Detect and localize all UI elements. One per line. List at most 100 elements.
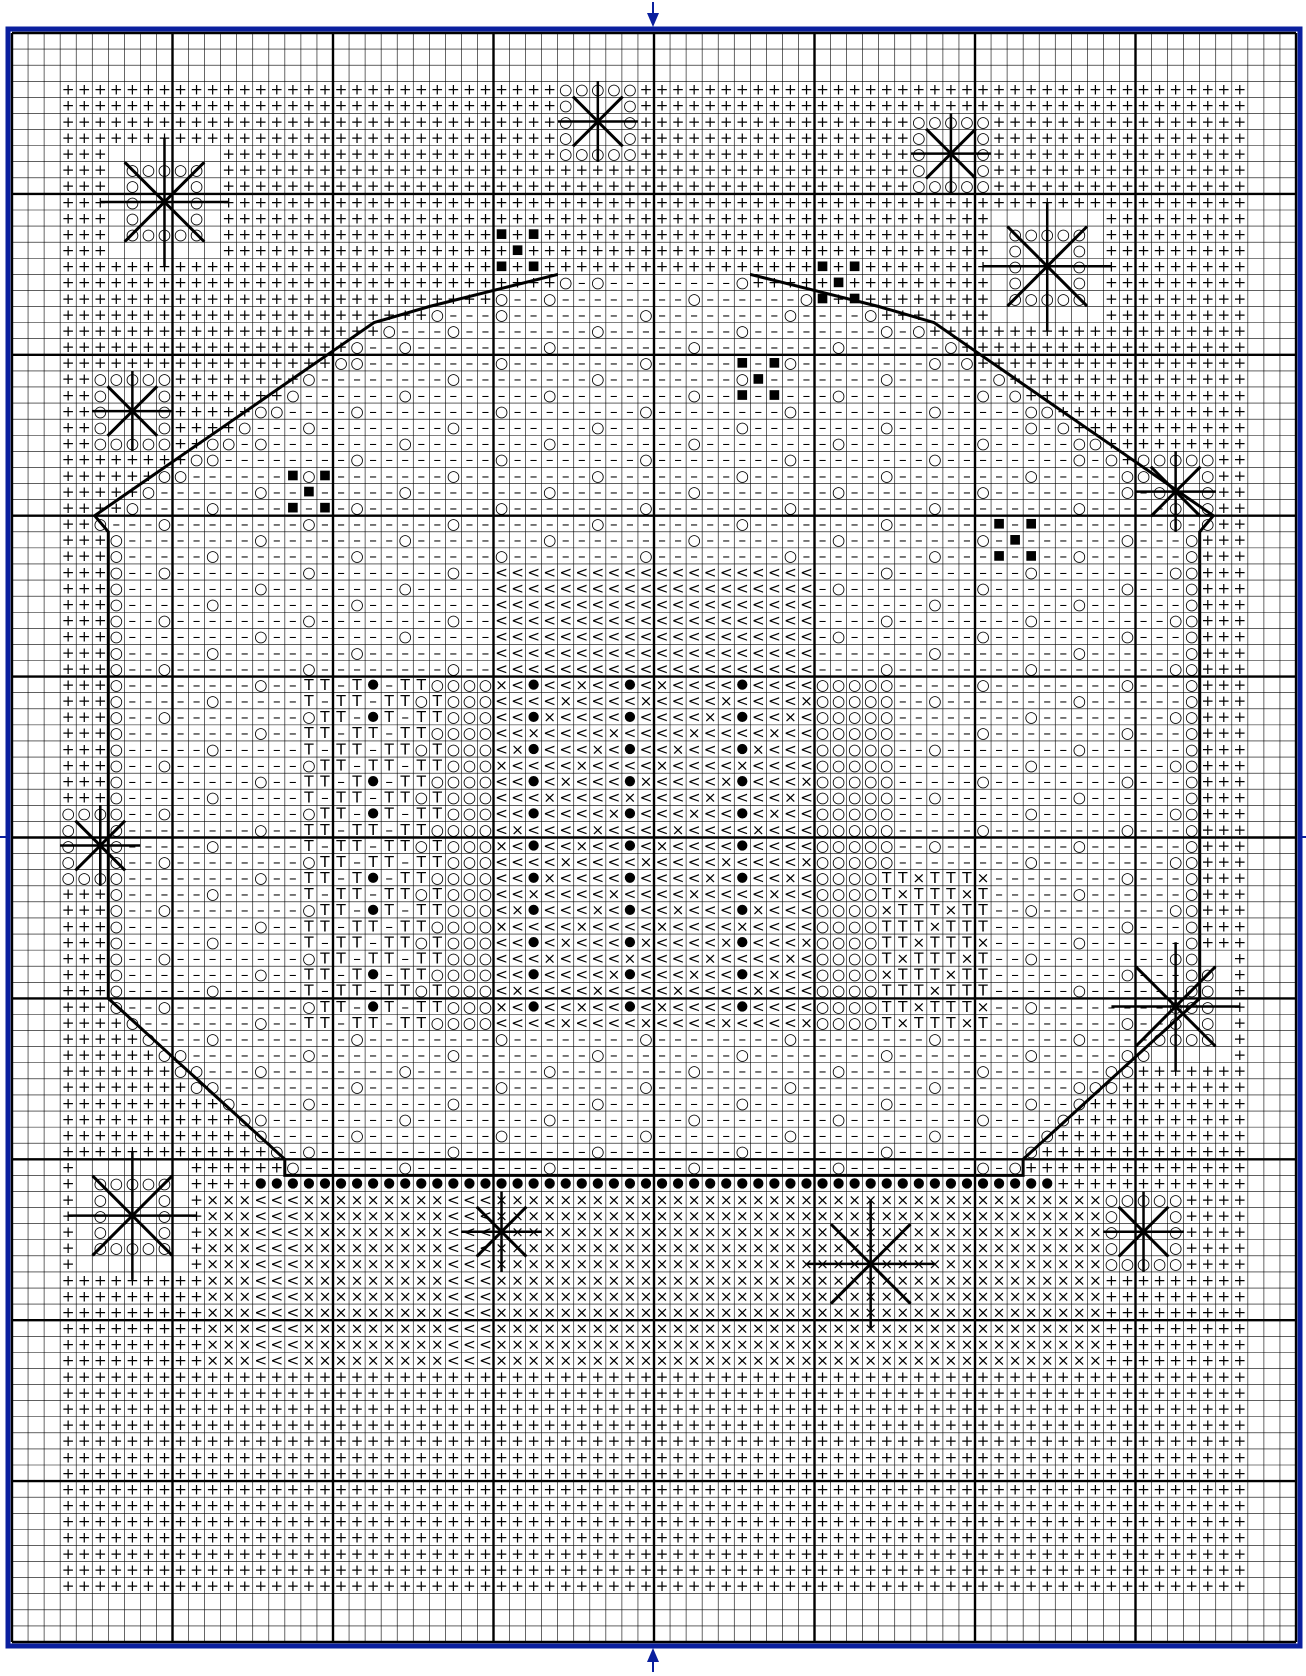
filled-dot [368, 776, 378, 786]
background-field: + [1057, 193, 1070, 211]
filled-square [994, 551, 1004, 561]
angle-fill: < [527, 917, 540, 935]
filled-dot [641, 1178, 651, 1188]
filled-square [818, 294, 828, 304]
filled-dot [625, 969, 635, 979]
background-field: + [495, 242, 508, 260]
filled-square [770, 358, 780, 368]
angle-fill: < [624, 692, 637, 710]
light-fill: ○ [142, 1175, 155, 1193]
angle-fill: < [527, 756, 540, 774]
light-fill: ○ [607, 81, 620, 99]
filled-dot [464, 1178, 474, 1188]
light-fill: ○ [1025, 225, 1038, 243]
filled-dot [320, 1178, 330, 1188]
filled-dot [625, 1178, 635, 1188]
background-field: + [816, 242, 829, 260]
filled-dot [577, 1178, 587, 1188]
filled-dot [737, 744, 747, 754]
background-field: + [142, 1143, 155, 1161]
filled-dot [769, 1178, 779, 1188]
filled-dot [737, 1178, 747, 1188]
dash-fill: – [369, 982, 377, 1000]
tee-fill: T [367, 756, 378, 774]
filled-dot [480, 1178, 490, 1188]
angle-fill: < [527, 789, 540, 807]
background-field: + [142, 129, 155, 147]
angle-fill: < [624, 756, 637, 774]
filled-dot [368, 1001, 378, 1011]
dash-fill: – [321, 483, 329, 501]
filled-dot [272, 1178, 282, 1188]
filled-dot [737, 905, 747, 915]
dash-fill: – [771, 370, 779, 388]
angle-fill: < [736, 949, 749, 967]
filled-dot [625, 712, 635, 722]
background-field: + [1073, 193, 1086, 211]
filled-dot [882, 1178, 892, 1188]
dash-fill: – [1027, 499, 1035, 517]
light-fill: ○ [142, 161, 155, 179]
light-fill: ○ [1185, 1030, 1198, 1048]
filled-dot [593, 1178, 603, 1188]
filled-dot [625, 744, 635, 754]
filled-dot [737, 937, 747, 947]
filled-dot [368, 808, 378, 818]
angle-fill: < [736, 724, 749, 742]
light-fill: ○ [1185, 451, 1198, 469]
filled-square [288, 471, 298, 481]
filled-dot [833, 1178, 843, 1188]
filled-dot [737, 808, 747, 818]
angle-fill: < [527, 982, 540, 1000]
filled-dot [1042, 1178, 1052, 1188]
light-fill: ○ [1025, 290, 1038, 308]
filled-dot [737, 680, 747, 690]
dash-fill: – [289, 451, 297, 469]
filled-square [737, 390, 747, 400]
filled-dot [930, 1178, 940, 1188]
light-fill: ○ [928, 113, 941, 131]
filled-dot [849, 1178, 859, 1188]
dash-fill: – [995, 531, 1003, 549]
angle-fill: < [624, 660, 637, 678]
background-field: + [254, 1159, 267, 1177]
light-fill: ○ [174, 161, 187, 179]
filled-dot [288, 1178, 298, 1188]
tee-fill: T [367, 853, 378, 871]
angle-fill: < [624, 853, 637, 871]
light-fill: ○ [142, 370, 155, 388]
dash-fill: – [995, 499, 1003, 517]
filled-dot [737, 776, 747, 786]
light-fill: ○ [1153, 451, 1166, 469]
filled-dot [448, 1178, 458, 1188]
light-fill: ○ [174, 225, 187, 243]
dash-fill: – [1027, 531, 1035, 549]
filled-square [304, 487, 314, 497]
filled-dot [737, 969, 747, 979]
filled-square [818, 261, 828, 271]
angle-fill: < [736, 660, 749, 678]
filled-dot [625, 776, 635, 786]
background-field: + [1025, 1159, 1038, 1177]
filled-dot [528, 776, 538, 786]
filled-dot [625, 808, 635, 818]
filled-dot [528, 905, 538, 915]
background-field: + [1217, 933, 1230, 951]
background-field: + [174, 1143, 187, 1161]
background-field: + [1009, 193, 1022, 211]
filled-dot [689, 1178, 699, 1188]
filled-dot [817, 1178, 827, 1188]
filled-dot [368, 712, 378, 722]
filled-square [1010, 535, 1020, 545]
filled-dot [994, 1178, 1004, 1188]
filled-square [288, 503, 298, 513]
background-field: + [1025, 193, 1038, 211]
filled-dot [368, 969, 378, 979]
filled-square [850, 261, 860, 271]
background-field: + [993, 193, 1006, 211]
cross-fill: × [736, 756, 749, 774]
background-field: + [1041, 1159, 1054, 1177]
filled-dot [528, 680, 538, 690]
filled-square [994, 519, 1004, 529]
light-fill: ○ [302, 467, 315, 485]
